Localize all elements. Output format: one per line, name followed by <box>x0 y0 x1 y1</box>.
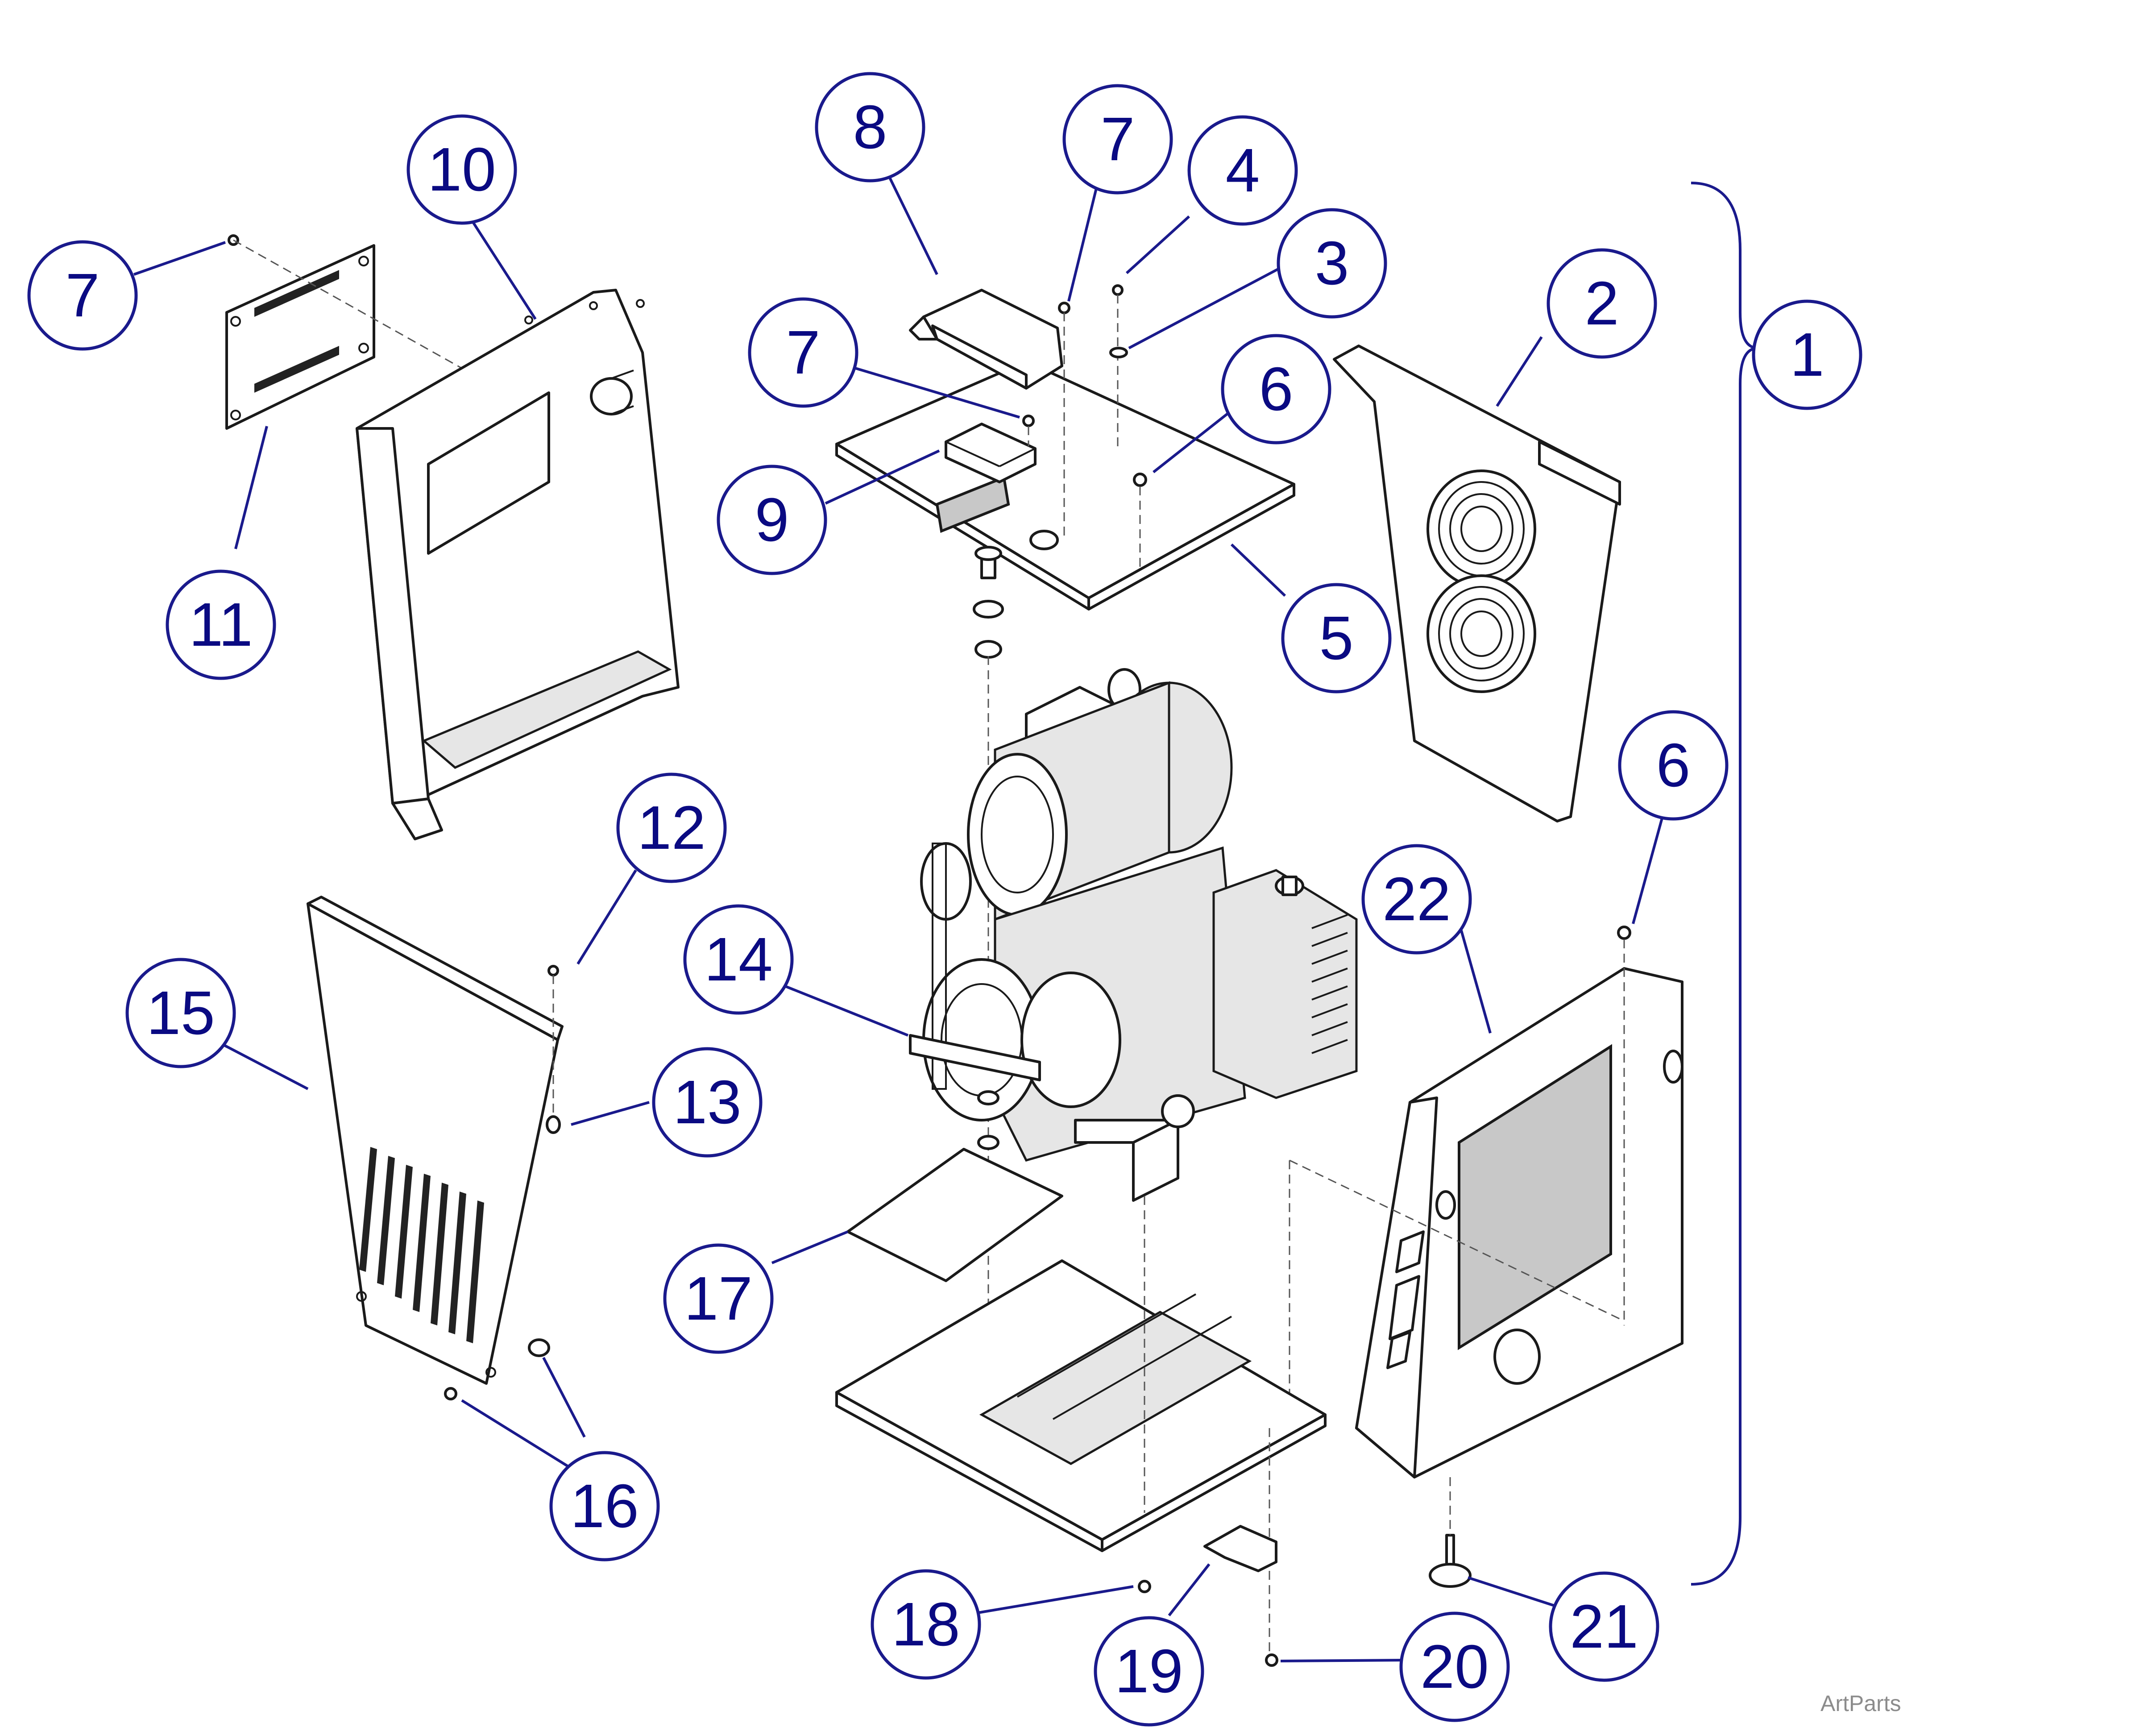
part-7-screw-top <box>1058 302 1070 314</box>
callout-label: 6 <box>1259 355 1294 424</box>
callout-7-mid[interactable]: 7 <box>748 297 858 408</box>
callout-label: 8 <box>853 93 887 162</box>
callout-1[interactable]: 1 <box>1752 299 1862 410</box>
callout-label: 19 <box>1115 1637 1183 1706</box>
callout-6-side[interactable]: 6 <box>1618 710 1729 821</box>
part-7-screw-mid <box>1022 415 1035 427</box>
part-16-screw <box>444 1387 457 1400</box>
vent-louvers <box>359 1147 484 1343</box>
callout-7-left[interactable]: 7 <box>27 240 138 351</box>
part-17-pad <box>846 1148 1063 1282</box>
callout-20[interactable]: 20 <box>1399 1611 1510 1722</box>
part-14-motor-pump-assembly <box>909 668 1358 1202</box>
callout-17[interactable]: 17 <box>663 1243 774 1354</box>
part-21-leveling-foot <box>1429 1534 1472 1588</box>
callout-18[interactable]: 18 <box>871 1569 981 1680</box>
callout-label: 18 <box>891 1590 960 1659</box>
base-plate <box>835 1259 1327 1552</box>
callout-19[interactable]: 19 <box>1094 1616 1204 1727</box>
part-20-screw <box>1265 1653 1278 1667</box>
part-10-rear-panel <box>356 289 680 840</box>
callout-label: 10 <box>427 135 496 204</box>
part-22-side-panel <box>1355 967 1683 1479</box>
callout-label: 7 <box>786 318 821 387</box>
callout-16[interactable]: 16 <box>549 1451 660 1562</box>
callout-11[interactable]: 11 <box>166 569 276 680</box>
part-19-bracket <box>1203 1525 1277 1572</box>
part-2-fan-panel <box>1333 345 1621 822</box>
callout-label: 17 <box>684 1264 753 1333</box>
callout-7-top[interactable]: 7 <box>1062 84 1173 195</box>
part-6-screw-top <box>1133 473 1147 487</box>
callout-label: 5 <box>1319 604 1354 673</box>
assembly-brace <box>1691 182 1758 1586</box>
callout-label: 7 <box>66 261 100 330</box>
callout-10[interactable]: 10 <box>406 114 517 225</box>
watermark: ArtParts <box>1820 1691 1901 1716</box>
callout-15[interactable]: 15 <box>125 958 236 1068</box>
callout-label: 2 <box>1585 269 1619 338</box>
callout-label: 13 <box>673 1068 742 1137</box>
callout-label: 20 <box>1420 1632 1489 1701</box>
callout-13[interactable]: 13 <box>652 1047 763 1158</box>
part-12-screw <box>547 965 559 976</box>
part-3-washer <box>1109 347 1128 358</box>
callout-9[interactable]: 9 <box>717 465 827 575</box>
grommet-lower <box>977 1135 999 1150</box>
callout-label: 14 <box>704 925 773 994</box>
callout-8[interactable]: 8 <box>815 72 925 183</box>
part-16-standoff <box>528 1338 550 1357</box>
callout-label: 11 <box>189 590 253 659</box>
part-4-screw <box>1112 284 1124 296</box>
callout-3[interactable]: 3 <box>1277 208 1387 319</box>
callout-label: 12 <box>637 793 706 862</box>
callout-label: 1 <box>1790 320 1824 389</box>
callout-5[interactable]: 5 <box>1281 583 1392 694</box>
callout-6-top[interactable]: 6 <box>1221 334 1331 444</box>
part-18-screw <box>1138 1580 1151 1593</box>
part-15-front-panel <box>307 896 564 1385</box>
callout-12[interactable]: 12 <box>616 772 727 883</box>
callout-label: 3 <box>1315 229 1349 298</box>
callout-22[interactable]: 22 <box>1361 844 1472 955</box>
part-5-top-cover <box>835 360 1295 611</box>
callout-label: 16 <box>570 1472 639 1541</box>
part-13-nut <box>546 1115 561 1134</box>
part-6-screw-side <box>1617 926 1631 940</box>
callout-label: 15 <box>146 979 215 1047</box>
callout-label: 4 <box>1226 136 1260 205</box>
part-11-plate <box>225 244 375 430</box>
part-8-enclosure-box <box>909 289 1063 390</box>
callout-4[interactable]: 4 <box>1187 115 1298 226</box>
callout-label: 7 <box>1101 105 1135 174</box>
callout-2[interactable]: 2 <box>1547 248 1657 359</box>
callout-label: 6 <box>1656 731 1691 800</box>
callout-14[interactable]: 14 <box>683 904 794 1015</box>
callout-21[interactable]: 21 <box>1549 1571 1659 1682</box>
callout-label: 22 <box>1382 865 1451 934</box>
part-9-module <box>945 423 1037 483</box>
callout-label: 21 <box>1570 1592 1638 1661</box>
callout-label: 9 <box>755 486 789 554</box>
